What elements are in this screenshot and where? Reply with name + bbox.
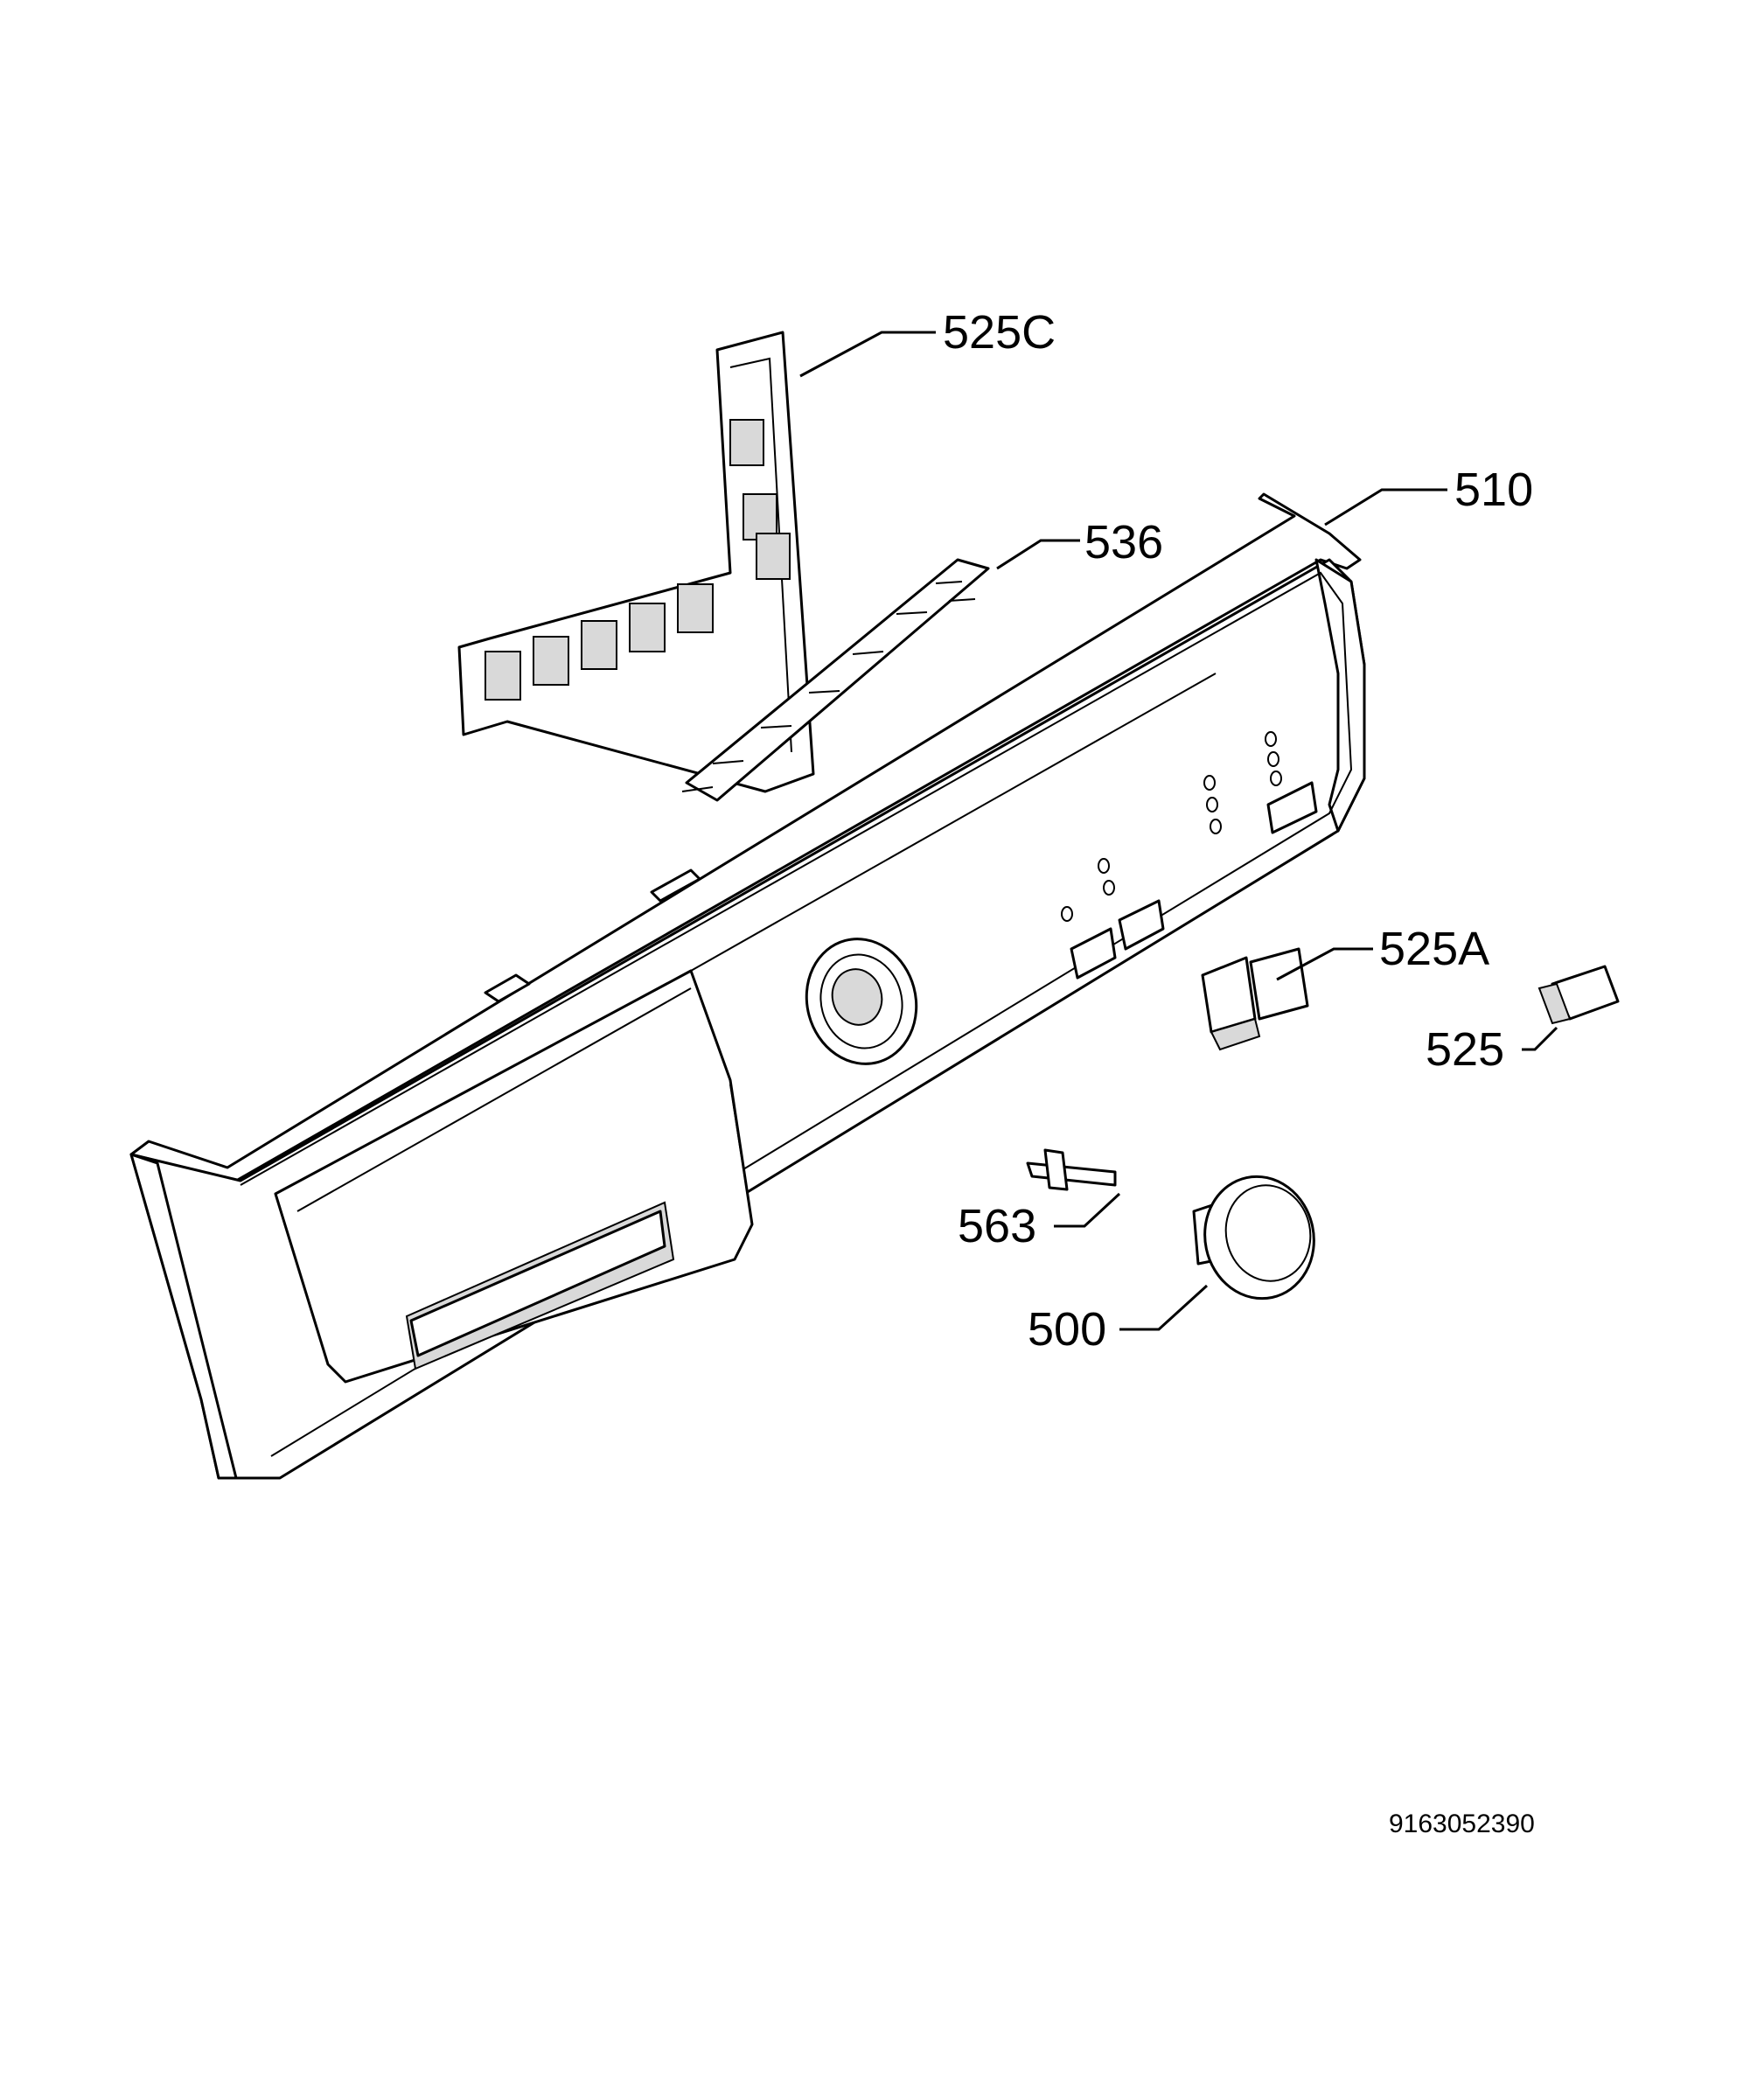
leader-lines [799, 331, 1558, 1331]
part-500-knob[interactable] [1192, 1167, 1325, 1309]
led-holes [1061, 731, 1282, 922]
callout-536: 536 [1084, 516, 1163, 568]
knob-recess [805, 938, 918, 1065]
part-525C-button-carrier[interactable] [457, 331, 815, 793]
part-536-light-guide[interactable] [681, 558, 990, 802]
part-525-single-button[interactable] [1537, 965, 1620, 1025]
part-510-control-panel[interactable] [129, 492, 1366, 1480]
callout-525: 525 [1426, 1023, 1504, 1076]
callout-525C: 525C [943, 306, 1056, 359]
callout-500: 500 [1028, 1303, 1106, 1356]
callout-510: 510 [1454, 464, 1533, 516]
callout-525A: 525A [1379, 923, 1489, 975]
switch-pockets [485, 419, 791, 701]
part-563-shaft[interactable] [1026, 1148, 1117, 1191]
part-525A-double-button[interactable] [1201, 947, 1309, 1051]
drawing-code: 9163052390 [1389, 1810, 1535, 1838]
callout-563: 563 [958, 1200, 1036, 1252]
